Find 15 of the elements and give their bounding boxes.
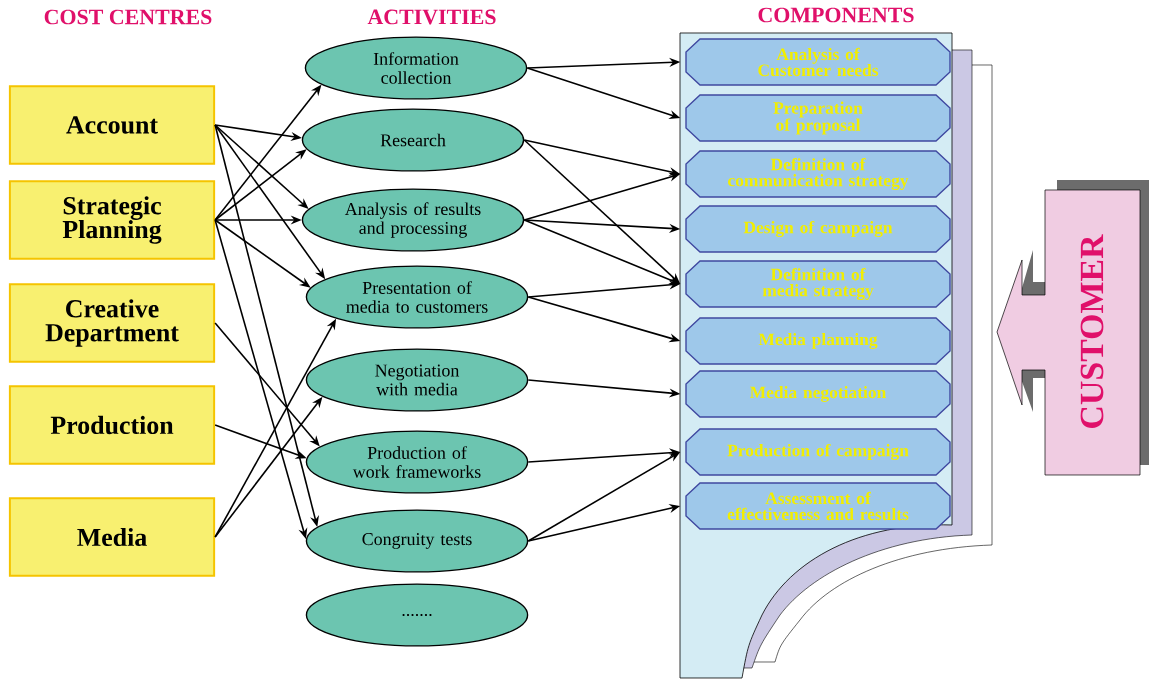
component-octagon: Definition of media strategy — [685, 260, 951, 308]
component-octagon: Media planning — [685, 317, 951, 365]
component-octagon: Production of campaign — [685, 428, 951, 476]
component-octagon: Definition of communication strategy — [685, 150, 951, 198]
column-heading: COST CENTRES — [44, 9, 212, 25]
component-octagon: Preparation of proposal — [685, 94, 951, 142]
component-octagon: Assessment of effectiveness and results — [685, 482, 951, 530]
cost-centre-box: Account — [8, 85, 216, 165]
cost-centre-box: Creative Department — [8, 283, 216, 363]
cost-centre-box: Strategic Planning — [8, 180, 216, 260]
component-octagon: Analysis of Customer needs — [685, 38, 951, 86]
component-octagon: Media negotiation — [685, 370, 951, 418]
cost-centre-box: Media — [8, 497, 216, 577]
component-octagon: Design of campaign — [685, 205, 951, 253]
cost-centre-box: Production — [8, 385, 216, 465]
